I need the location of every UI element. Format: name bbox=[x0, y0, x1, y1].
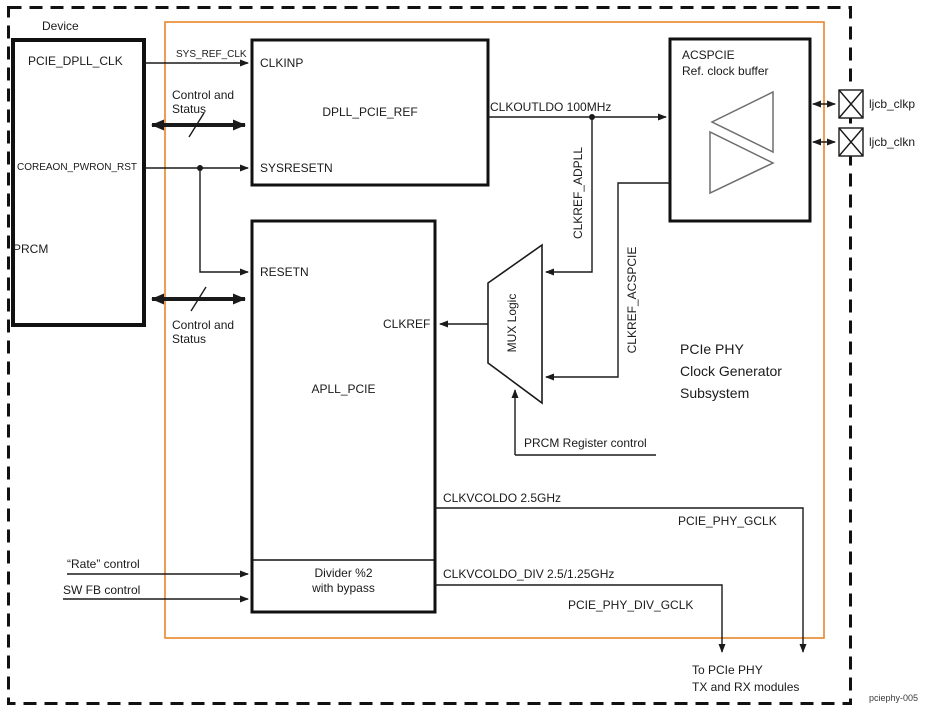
to-pcie-phy-line1: To PCIe PHY bbox=[692, 663, 763, 677]
acspcie-label-line1: ACSPCIE bbox=[682, 48, 735, 62]
wire-clkref-adpll bbox=[545, 117, 593, 276]
device-dashed-border bbox=[7, 6, 852, 705]
subsystem-border bbox=[164, 21, 825, 639]
prcm-block bbox=[11, 38, 146, 327]
apll-block-label: APLL_PCIE bbox=[311, 382, 376, 396]
pcie-phy-gclk-label: PCIE_PHY_GCLK bbox=[678, 514, 777, 528]
bus-slash-bottom bbox=[190, 286, 207, 312]
prcm-block-label: PRCM bbox=[13, 242, 49, 256]
device-label: Device bbox=[42, 19, 79, 33]
clkvcoldo-label: CLKVCOLDO 2.5GHz bbox=[443, 491, 562, 505]
rate-control-label: “Rate” control bbox=[67, 557, 140, 571]
divider-label-line2: with bypass bbox=[312, 581, 375, 595]
sys-ref-clk-label: SYS_REF_CLK bbox=[176, 49, 247, 60]
junction-dot-clkoutldo bbox=[589, 114, 595, 120]
ljcb-clkn-label: ljcb_clkn bbox=[869, 135, 916, 149]
ljcb-clkp-label: ljcb_clkp bbox=[869, 97, 916, 111]
divider-label-line1: Divider %2 bbox=[314, 566, 373, 580]
clkoutldo-label: CLKOUTLDO 100MHz bbox=[490, 100, 612, 114]
prcm-port-pcie-dpll-clk: PCIE_DPLL_CLK bbox=[28, 54, 123, 68]
subsystem-title-line3: Subsystem bbox=[680, 385, 750, 401]
dpll-block-label: DPLL_PCIE_REF bbox=[322, 105, 418, 119]
subsystem-title-line2: Clock Generator bbox=[680, 363, 782, 379]
prcm-port-coreaon-pwron-rst: COREAON_PWRON_RST bbox=[17, 162, 138, 173]
sw-fb-control-label: SW FB control bbox=[63, 583, 141, 597]
wire-clkvcoldo bbox=[435, 507, 807, 653]
clkref-acspcie-label: CLKREF_ACSPCIE bbox=[625, 246, 639, 354]
figure-id-watermark: pciephy-005 bbox=[869, 693, 919, 703]
apll-block bbox=[250, 219, 437, 614]
subsystem-title-line1: PCIe PHY bbox=[680, 341, 744, 357]
bus-slash-top bbox=[188, 112, 205, 138]
mux-label: MUX Logic bbox=[505, 293, 519, 353]
dpll-port-clkinp: CLKINP bbox=[260, 56, 304, 70]
buffer-triangle-left-icon bbox=[710, 90, 774, 154]
control-status-bottom-label: Control and Status bbox=[172, 318, 235, 346]
prcm-register-control-label: PRCM Register control bbox=[524, 436, 647, 450]
wire-resetn-branch bbox=[199, 168, 249, 276]
clkref-adpll-label: CLKREF_ADPLL bbox=[571, 146, 585, 240]
apll-port-resetn: RESETN bbox=[260, 265, 309, 279]
wire-clkref-acspcie bbox=[545, 182, 670, 381]
dpll-block bbox=[250, 38, 490, 187]
junction-dot-coreaon bbox=[197, 165, 203, 171]
pcie-phy-div-gclk-label: PCIE_PHY_DIV_GCLK bbox=[568, 598, 694, 612]
clkvcoldo-div-label: CLKVCOLDO_DIV 2.5/1.25GHz bbox=[443, 567, 615, 581]
acspcie-label-line2: Ref. clock buffer bbox=[682, 64, 769, 78]
buffer-triangle-right-icon bbox=[709, 130, 775, 195]
wire-clkvcoldo-div bbox=[435, 584, 726, 653]
dpll-port-sysresetn: SYSRESETN bbox=[260, 161, 333, 175]
control-status-top-label: Control and Status bbox=[172, 88, 235, 116]
mux-shape bbox=[487, 243, 543, 405]
acspcie-block bbox=[668, 37, 812, 223]
apll-port-clkref: CLKREF bbox=[383, 317, 431, 331]
to-pcie-phy-line2: TX and RX modules bbox=[692, 680, 800, 694]
